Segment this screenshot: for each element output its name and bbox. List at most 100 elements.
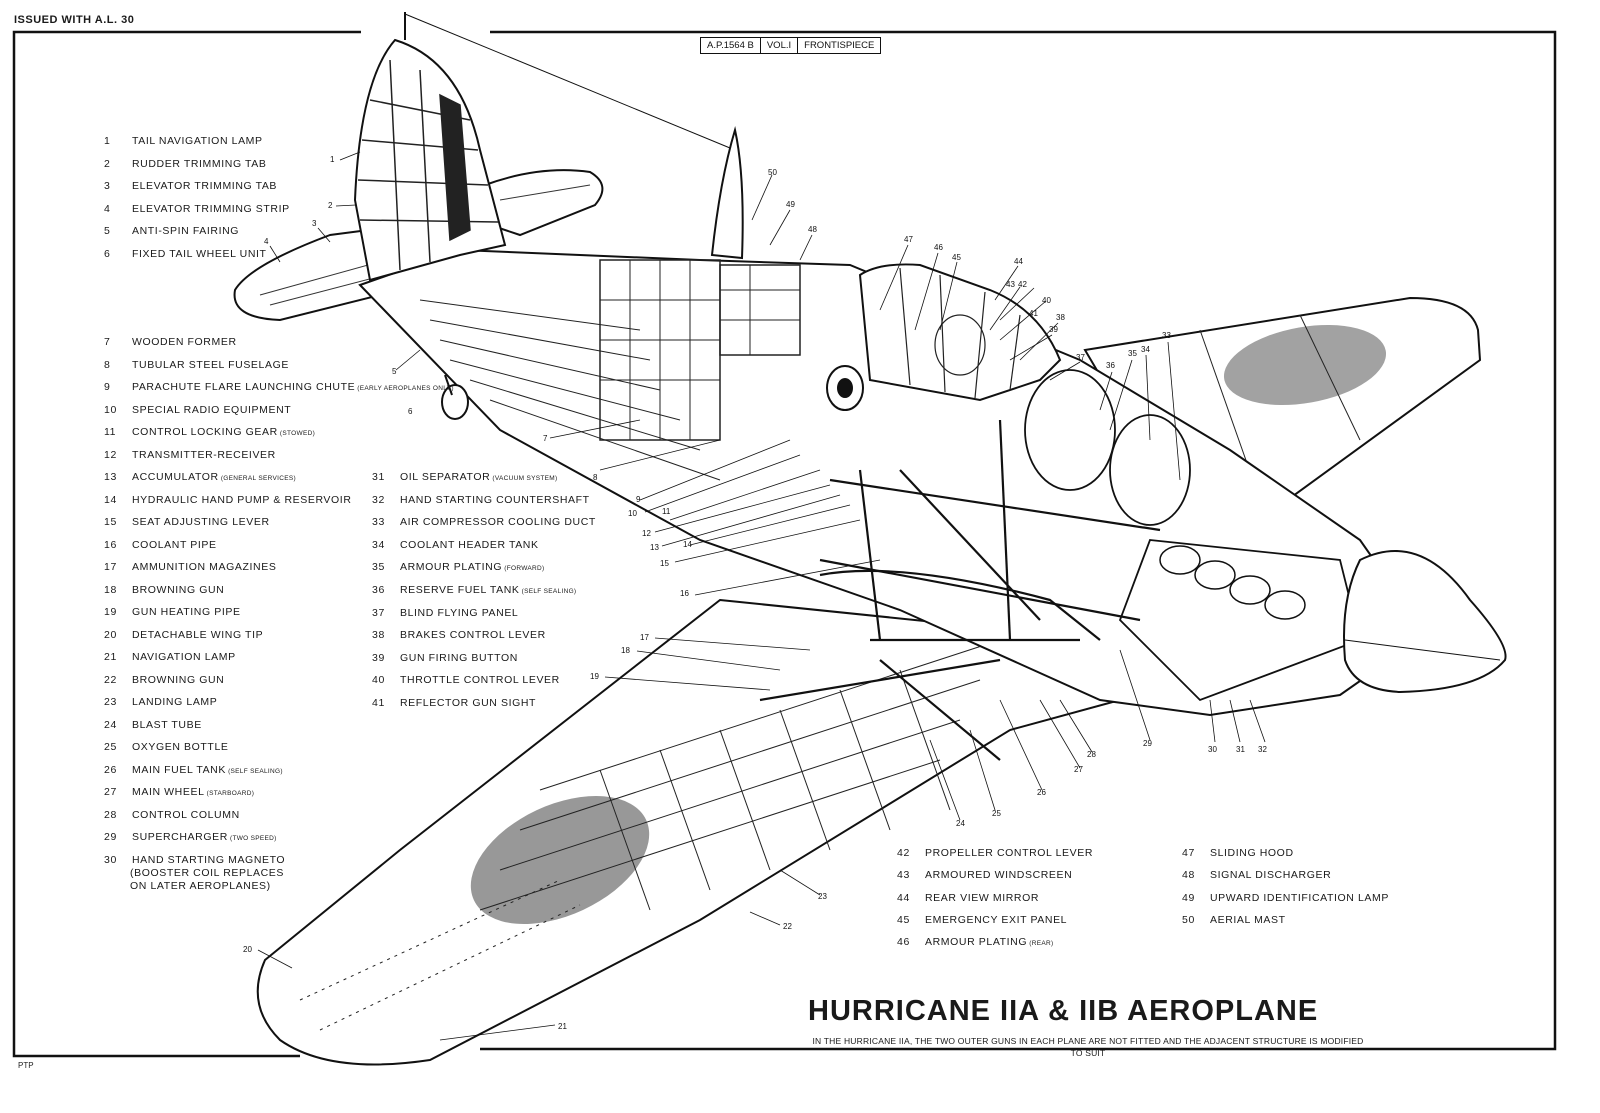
key-label: ELEVATOR TRIMMING TAB (132, 180, 278, 193)
callout-22: 22 (783, 922, 792, 931)
callout-10: 10 (628, 509, 637, 518)
callout-13: 13 (650, 543, 659, 552)
callout-49: 49 (786, 200, 795, 209)
key-label: BROWNING GUN (132, 673, 225, 686)
callout-11: 11 (662, 507, 671, 516)
callout-23: 23 (818, 892, 827, 901)
callout-46: 46 (934, 243, 943, 252)
key-number: 27 (104, 786, 117, 798)
key-number: 34 (372, 538, 385, 551)
callout-17: 17 (640, 633, 649, 642)
roundels (470, 324, 1387, 925)
callout-50: 50 (768, 168, 777, 177)
key-label: ARMOUR PLATING (925, 936, 1028, 949)
key-number: 10 (104, 403, 117, 416)
key-number: 4 (104, 202, 111, 215)
callout-30: 30 (1208, 745, 1217, 754)
key-number: 46 (897, 936, 910, 949)
key-note: (FORWARD) (502, 565, 545, 573)
key-item-8: 8 TUBULAR STEEL FUSELAGE (104, 359, 289, 372)
key-number: 38 (372, 629, 385, 642)
key-number: 45 (897, 913, 910, 926)
key-number: 8 (104, 358, 111, 371)
canopy (858, 263, 1062, 402)
callout-12: 12 (642, 529, 651, 538)
key-number: 23 (104, 696, 117, 708)
drawing-title: HURRICANE IIA & IIB AEROPLANE (808, 995, 1319, 1027)
callout-26: 26 (1037, 788, 1046, 797)
key-label: BRAKES CONTROL LEVER (400, 629, 546, 642)
page-border (12, 30, 1557, 1058)
key-label: THROTTLE CONTROL LEVER (400, 674, 560, 687)
wing-structure (299, 314, 1361, 1031)
key-label: ARMOUR PLATING (400, 561, 503, 574)
callout-41: 41 (1029, 309, 1038, 318)
key-note: (STARBOARD) (204, 790, 255, 797)
key-number: 42 (897, 847, 910, 859)
callout-19: 19 (590, 672, 599, 681)
callout-14: 14 (683, 540, 692, 549)
key-number: 37 (372, 606, 385, 619)
key-item-24: 24 BLAST TUBE (104, 719, 202, 732)
key-note: (VACUUM SYSTEM) (490, 475, 558, 482)
canopy-frames (899, 267, 1021, 399)
key-label: BLAST TUBE (132, 718, 202, 731)
callout-33: 33 (1162, 331, 1171, 340)
key-number: 7 (104, 336, 111, 348)
key-number: 14 (104, 493, 117, 506)
callout-32: 32 (1258, 745, 1267, 754)
callout-20: 20 (243, 945, 252, 954)
key-number: 44 (897, 891, 910, 904)
key-number: 24 (104, 718, 117, 731)
leader-lines (257, 151, 1266, 1041)
key-label: TUBULAR STEEL FUSELAGE (132, 358, 289, 371)
key-label: HAND STARTING MAGNETO (132, 853, 286, 866)
key-number: 33 (372, 516, 385, 529)
callout-27: 27 (1074, 765, 1083, 774)
key-label: UPWARD IDENTIFICATION LAMP (1210, 891, 1389, 904)
key-number: 12 (104, 448, 117, 461)
callout-3: 3 (312, 219, 317, 228)
callout-1: 1 (330, 155, 335, 164)
fuselage-frames (419, 259, 801, 481)
ref-publication: A.P.1564 B (707, 40, 754, 51)
callout-37: 37 (1076, 353, 1085, 362)
key-number: 25 (104, 741, 117, 753)
key-label: ACCUMULATOR (132, 471, 219, 483)
callout-6: 6 (408, 407, 413, 416)
callout-7: 7 (543, 434, 548, 443)
callout-21: 21 (558, 1022, 567, 1031)
key-number: 16 (104, 538, 117, 551)
key-label: OIL SEPARATOR (400, 471, 491, 483)
key-number: 50 (1182, 913, 1195, 926)
callout-4: 4 (264, 237, 269, 246)
key-label: FIXED TAIL WHEEL UNIT (132, 248, 267, 260)
key-number: 2 (104, 157, 111, 170)
key-note: (GENERAL SERVICES) (218, 475, 296, 482)
key-label: TAIL NAVIGATION LAMP (132, 135, 263, 147)
key-number: 20 (104, 628, 117, 641)
key-label: MAIN WHEEL (132, 786, 205, 798)
key-note: (REAR) (1027, 940, 1054, 948)
key-number: 13 (104, 471, 117, 483)
